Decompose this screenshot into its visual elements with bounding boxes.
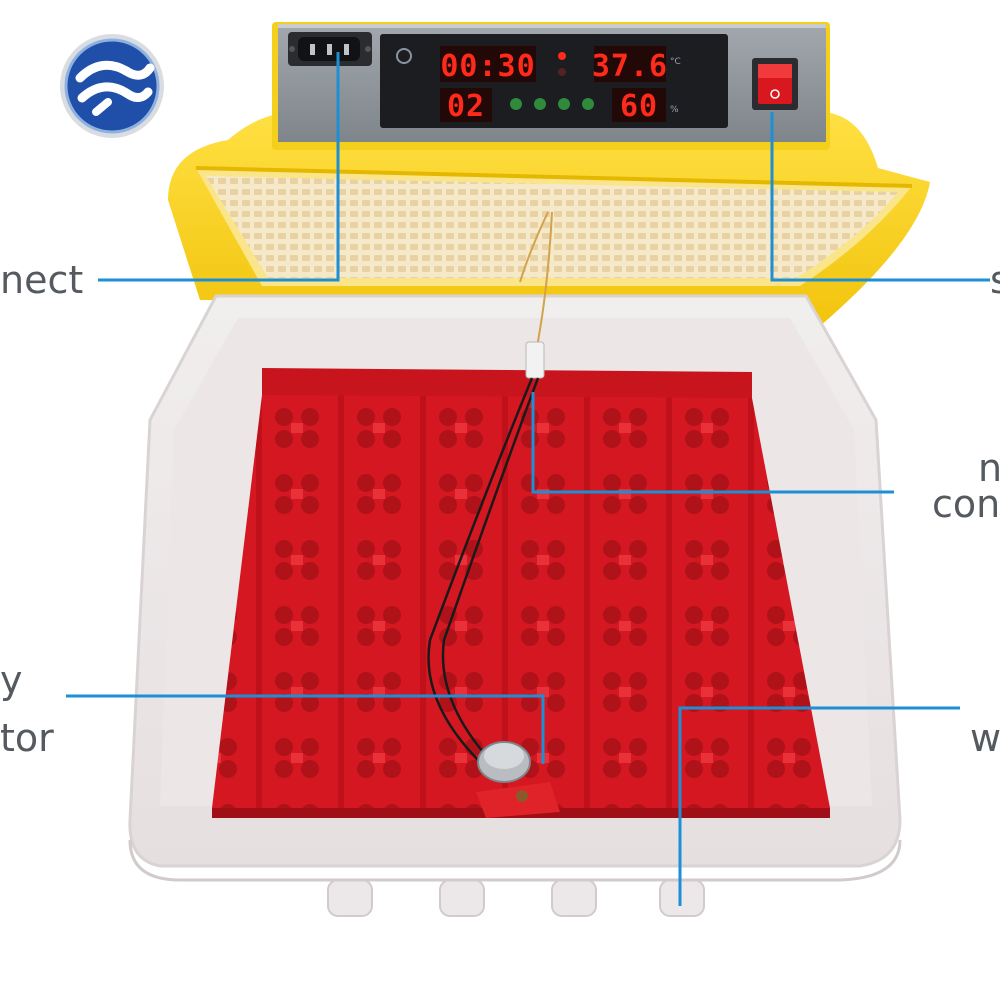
egg-tray: [212, 368, 830, 818]
callout-lines: [66, 52, 990, 906]
button-up-icon[interactable]: [534, 98, 546, 110]
button-set-icon[interactable]: [510, 98, 522, 110]
power-switch-icon[interactable]: [752, 58, 798, 110]
callout-water-label: w: [970, 716, 1000, 760]
humidity-unit: %: [670, 105, 679, 115]
turning-motor: [476, 741, 560, 818]
callout-switch-label: s: [990, 258, 1000, 302]
callout-line-connect: [98, 52, 340, 282]
turn-count-readout: 02: [447, 89, 485, 124]
status-indicator-icon: [558, 68, 566, 76]
heating-indicator-icon: [558, 52, 566, 60]
callout-connector-label-line1: n: [978, 446, 1000, 490]
callout-line-switch: [770, 112, 990, 282]
tub-feet: [128, 839, 902, 917]
humidity-readout: 60: [620, 89, 658, 124]
button-turn-icon[interactable]: [582, 98, 594, 110]
timer-readout: 00:30: [440, 49, 535, 84]
incubator-lid: [168, 112, 930, 326]
button-down-icon[interactable]: [558, 98, 570, 110]
certification-mark-icon: [396, 48, 412, 64]
callout-motor-label-line2: tor: [0, 716, 54, 760]
callout-line-motor: [66, 694, 545, 764]
callout-line-water: [678, 706, 960, 906]
brand-logo-icon: [60, 34, 164, 138]
temperature-readout: 37.6: [592, 49, 668, 84]
callout-line-connector: [531, 392, 894, 494]
wire-connector-icon: [525, 341, 545, 379]
temperature-unit: °C: [670, 57, 681, 67]
callout-motor-label-line1: y: [0, 658, 23, 702]
power-socket-icon: [288, 32, 372, 66]
control-panel: 00:30 37.6 °C 02 60 %: [272, 22, 830, 150]
callout-connect-label: nect: [0, 258, 84, 302]
sensor-wire: [427, 211, 553, 761]
callout-connector-label-line2: con: [932, 482, 1000, 526]
